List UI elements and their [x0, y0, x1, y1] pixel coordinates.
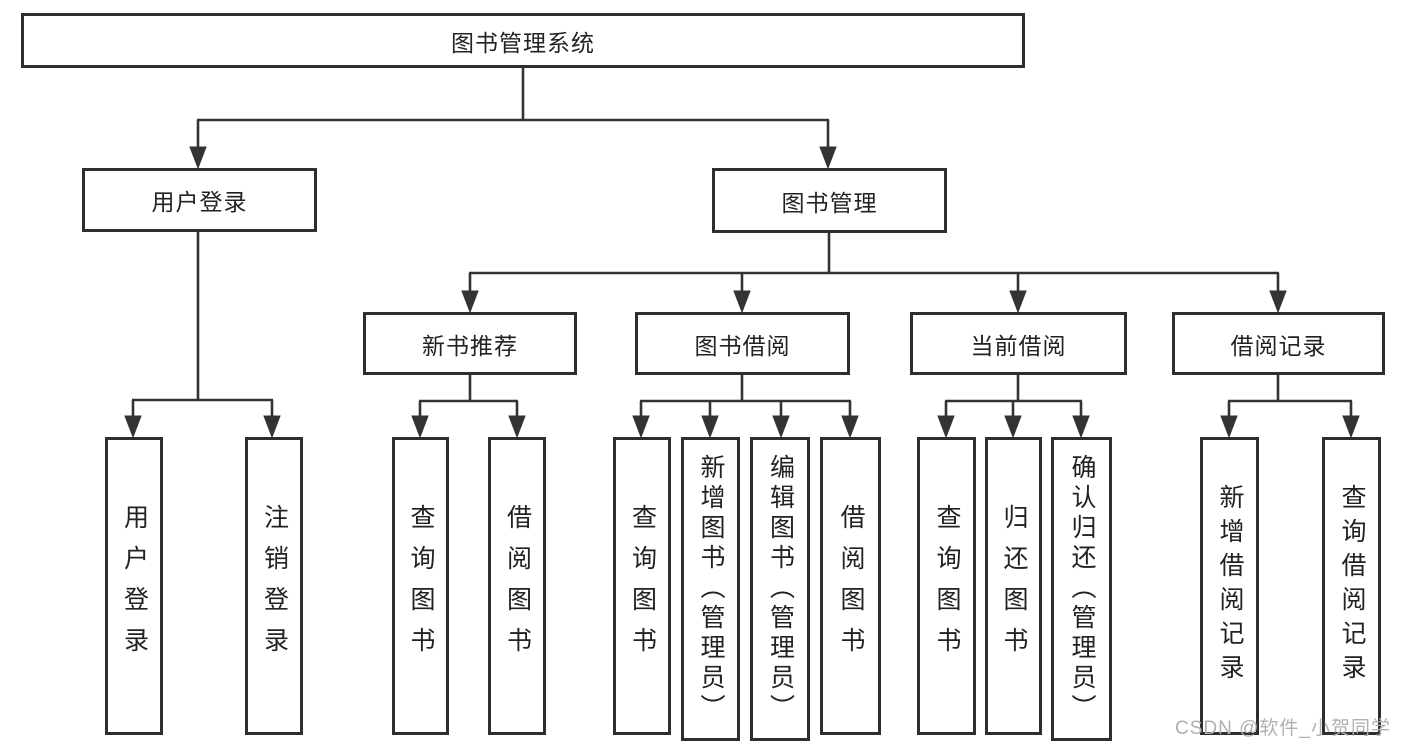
leaf-borrow-book-1: 借阅图书 — [488, 437, 546, 735]
leaf-query-book-1: 查询图书 — [392, 437, 449, 735]
arrow-down-icon — [841, 415, 859, 439]
node-borrow-record: 借阅记录 — [1172, 312, 1385, 375]
leaf-query-borrow-record: 查询借阅记录 — [1322, 437, 1381, 735]
leaf-return-book: 归还图书 — [985, 437, 1042, 735]
node-book-management: 图书管理 — [712, 168, 947, 233]
leaf-add-borrow-record: 新增借阅记录 — [1200, 437, 1259, 735]
node-new-book-recommend: 新书推荐 — [363, 312, 577, 375]
arrow-down-icon — [189, 146, 207, 170]
leaf-borrow-book-1-label: 借阅图书 — [503, 504, 532, 668]
arrow-down-icon — [819, 146, 837, 170]
csdn-watermark: CSDN @软件_小贺同学 — [1175, 718, 1391, 739]
node-new-book-recommend-label: 新书推荐 — [422, 332, 518, 359]
arrow-down-icon — [937, 415, 955, 439]
arrow-down-icon — [263, 415, 281, 439]
leaf-query-book-2: 查询图书 — [613, 437, 671, 735]
node-root-label: 图书管理系统 — [451, 29, 595, 56]
leaf-user-login: 用户登录 — [105, 437, 163, 735]
node-book-borrow-label: 图书借阅 — [694, 332, 791, 359]
node-root: 图书管理系统 — [21, 13, 1025, 68]
arrow-down-icon — [461, 290, 479, 314]
leaf-add-book-admin-label: 新增图书（管理员） — [697, 454, 725, 724]
arrow-down-icon — [632, 415, 650, 439]
leaf-return-book-label: 归还图书 — [1000, 504, 1028, 668]
arrow-down-icon — [124, 415, 142, 439]
arrow-down-icon — [772, 415, 790, 439]
leaf-query-book-3-label: 查询图书 — [933, 504, 961, 668]
leaf-edit-book-admin-label: 编辑图书（管理员） — [766, 454, 795, 724]
arrow-down-icon — [508, 415, 526, 439]
leaf-borrow-book-2-label: 借阅图书 — [837, 504, 865, 668]
leaf-query-book-3: 查询图书 — [917, 437, 976, 735]
leaf-query-book-2-label: 查询图书 — [628, 504, 657, 668]
leaf-confirm-return-admin-label: 确认归还（管理员） — [1068, 454, 1096, 724]
node-borrow-record-label: 借阅记录 — [1230, 332, 1327, 359]
leaf-query-book-1-label: 查询图书 — [407, 504, 435, 668]
arrow-down-icon — [1342, 415, 1360, 439]
arrow-down-icon — [733, 290, 751, 314]
arrow-down-icon — [1009, 290, 1027, 314]
node-user-login: 用户登录 — [82, 168, 317, 232]
node-book-management-label: 图书管理 — [781, 189, 878, 216]
leaf-confirm-return-admin: 确认归还（管理员） — [1051, 437, 1112, 741]
leaf-user-login-label: 用户登录 — [120, 504, 149, 668]
arrow-down-icon — [701, 415, 719, 439]
leaf-query-borrow-record-label: 查询借阅记录 — [1338, 484, 1366, 688]
arrow-down-icon — [411, 415, 429, 439]
leaf-logout-label: 注销登录 — [260, 504, 289, 668]
leaf-logout: 注销登录 — [245, 437, 303, 735]
leaf-add-book-admin: 新增图书（管理员） — [681, 437, 740, 741]
node-current-borrow-label: 当前借阅 — [970, 332, 1067, 359]
arrow-down-icon — [1269, 290, 1287, 314]
leaf-edit-book-admin: 编辑图书（管理员） — [750, 437, 810, 741]
node-book-borrow: 图书借阅 — [635, 312, 850, 375]
leaf-borrow-book-2: 借阅图书 — [820, 437, 881, 735]
arrow-down-icon — [1220, 415, 1238, 439]
arrow-down-icon — [1004, 415, 1022, 439]
leaf-add-borrow-record-label: 新增借阅记录 — [1216, 484, 1244, 688]
node-user-login-label: 用户登录 — [151, 189, 248, 215]
node-current-borrow: 当前借阅 — [910, 312, 1127, 375]
arrow-down-icon — [1072, 415, 1090, 439]
